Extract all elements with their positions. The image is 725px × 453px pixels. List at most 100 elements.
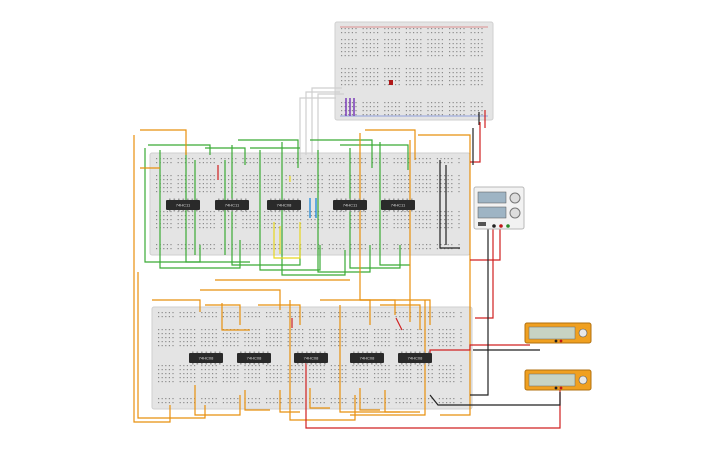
breadboard-hole[interactable]: [427, 102, 429, 104]
breadboard-hole[interactable]: [398, 51, 400, 53]
breadboard-hole[interactable]: [177, 244, 179, 246]
breadboard-hole[interactable]: [228, 187, 230, 189]
breadboard-hole[interactable]: [314, 219, 316, 221]
breadboard-hole[interactable]: [220, 248, 222, 250]
breadboard-hole[interactable]: [344, 110, 346, 112]
breadboard-hole[interactable]: [312, 312, 314, 314]
breadboard-hole[interactable]: [477, 68, 479, 70]
breadboard-hole[interactable]: [163, 183, 165, 185]
breadboard-hole[interactable]: [369, 68, 371, 70]
breadboard-hole[interactable]: [255, 337, 257, 339]
breadboard-hole[interactable]: [291, 373, 293, 375]
breadboard-hole[interactable]: [463, 39, 465, 41]
breadboard-hole[interactable]: [442, 312, 444, 314]
breadboard-hole[interactable]: [459, 68, 461, 70]
breadboard-hole[interactable]: [438, 28, 440, 30]
breadboard-hole[interactable]: [377, 398, 379, 400]
breadboard-hole[interactable]: [330, 398, 332, 400]
breadboard-hole[interactable]: [291, 369, 293, 371]
breadboard-hole[interactable]: [246, 248, 248, 250]
breadboard-hole[interactable]: [408, 215, 410, 217]
breadboard-hole[interactable]: [215, 316, 217, 318]
breadboard-hole[interactable]: [302, 312, 304, 314]
breadboard-hole[interactable]: [314, 179, 316, 181]
breadboard-hole[interactable]: [382, 215, 384, 217]
breadboard-hole[interactable]: [312, 341, 314, 343]
breadboard-hole[interactable]: [456, 39, 458, 41]
breadboard-hole[interactable]: [345, 381, 347, 383]
breadboard-hole[interactable]: [204, 377, 206, 379]
breadboard-hole[interactable]: [444, 219, 446, 221]
breadboard-hole[interactable]: [405, 55, 407, 57]
breadboard-hole[interactable]: [208, 337, 210, 339]
breadboard-hole[interactable]: [391, 114, 393, 116]
breadboard-hole[interactable]: [381, 381, 383, 383]
breadboard-hole[interactable]: [258, 329, 260, 331]
breadboard-hole[interactable]: [242, 227, 244, 229]
breadboard-hole[interactable]: [418, 215, 420, 217]
breadboard-hole[interactable]: [274, 223, 276, 225]
breadboard-hole[interactable]: [359, 345, 361, 347]
breadboard-hole[interactable]: [168, 329, 170, 331]
breadboard-hole[interactable]: [452, 72, 454, 74]
breadboard-hole[interactable]: [339, 248, 341, 250]
breadboard-hole[interactable]: [381, 333, 383, 335]
breadboard-hole[interactable]: [230, 345, 232, 347]
breadboard-hole[interactable]: [242, 211, 244, 213]
breadboard-hole[interactable]: [300, 215, 302, 217]
breadboard-hole[interactable]: [410, 337, 412, 339]
breadboard-hole[interactable]: [294, 398, 296, 400]
breadboard-hole[interactable]: [190, 316, 192, 318]
breadboard-hole[interactable]: [381, 329, 383, 331]
breadboard-hole[interactable]: [415, 179, 417, 181]
breadboard-hole[interactable]: [395, 39, 397, 41]
breadboard-hole[interactable]: [273, 402, 275, 404]
breadboard-hole[interactable]: [188, 227, 190, 229]
breadboard-hole[interactable]: [163, 211, 165, 213]
breadboard-hole[interactable]: [453, 337, 455, 339]
breadboard-hole[interactable]: [395, 28, 397, 30]
breadboard-hole[interactable]: [363, 369, 365, 371]
breadboard-hole[interactable]: [438, 80, 440, 82]
breadboard-hole[interactable]: [426, 219, 428, 221]
breadboard-hole[interactable]: [343, 244, 345, 246]
breadboard-hole[interactable]: [249, 191, 251, 193]
breadboard-hole[interactable]: [298, 402, 300, 404]
breadboard-hole[interactable]: [183, 398, 185, 400]
breadboard-hole[interactable]: [172, 398, 174, 400]
breadboard-hole[interactable]: [382, 219, 384, 221]
breadboard-hole[interactable]: [449, 114, 451, 116]
breadboard-hole[interactable]: [416, 72, 418, 74]
breadboard-hole[interactable]: [444, 175, 446, 177]
breadboard-hole[interactable]: [399, 329, 401, 331]
breadboard-hole[interactable]: [222, 316, 224, 318]
breadboard-hole[interactable]: [374, 329, 376, 331]
breadboard-hole[interactable]: [364, 248, 366, 250]
breadboard-hole[interactable]: [328, 183, 330, 185]
breadboard-hole[interactable]: [431, 102, 433, 104]
breadboard-hole[interactable]: [244, 369, 246, 371]
breadboard-hole[interactable]: [460, 345, 462, 347]
breadboard-hole[interactable]: [312, 316, 314, 318]
breadboard-hole[interactable]: [436, 223, 438, 225]
breadboard-hole[interactable]: [453, 369, 455, 371]
breadboard-hole[interactable]: [386, 175, 388, 177]
breadboard-hole[interactable]: [399, 402, 401, 404]
breadboard-hole[interactable]: [397, 183, 399, 185]
breadboard-hole[interactable]: [402, 402, 404, 404]
breadboard-hole[interactable]: [399, 345, 401, 347]
breadboard-hole[interactable]: [345, 341, 347, 343]
breadboard-hole[interactable]: [429, 187, 431, 189]
breadboard-hole[interactable]: [166, 187, 168, 189]
breadboard-hole[interactable]: [210, 191, 212, 193]
breadboard-hole[interactable]: [213, 183, 215, 185]
breadboard-hole[interactable]: [316, 329, 318, 331]
breadboard-hole[interactable]: [352, 329, 354, 331]
breadboard-hole[interactable]: [292, 158, 294, 160]
breadboard-hole[interactable]: [328, 248, 330, 250]
breadboard-hole[interactable]: [372, 175, 374, 177]
breadboard-hole[interactable]: [409, 43, 411, 45]
breadboard-hole[interactable]: [363, 341, 365, 343]
breadboard-hole[interactable]: [420, 402, 422, 404]
breadboard-hole[interactable]: [384, 51, 386, 53]
